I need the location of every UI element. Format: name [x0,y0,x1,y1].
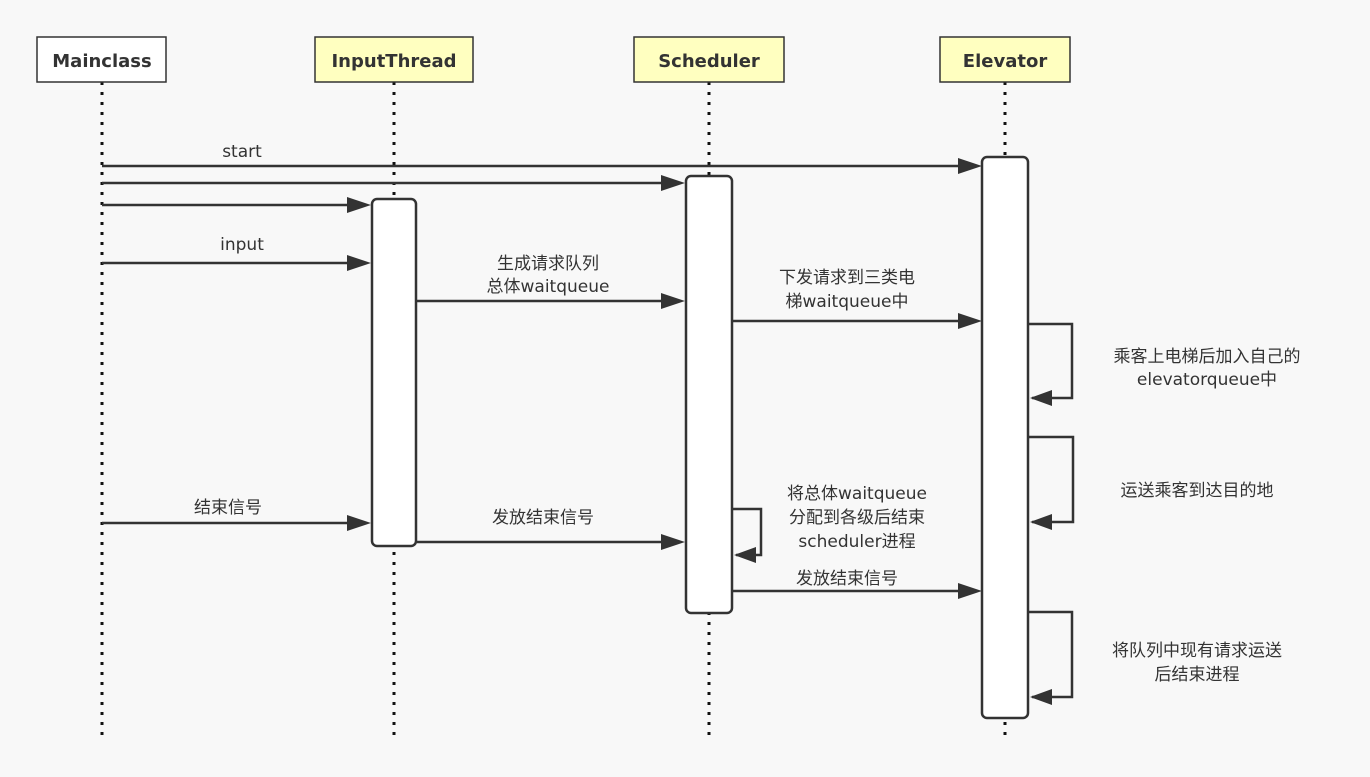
message-label: start [222,142,262,162]
actor-sched[interactable]: Scheduler [633,36,785,83]
arrowhead-icon [958,583,982,599]
actor-box [314,36,474,83]
actor-input[interactable]: InputThread [314,36,474,83]
message-label: 总体waitqueue [487,277,610,297]
message-label: 结束信号 [194,498,262,518]
message-3[interactable]: input [102,235,371,271]
arrowhead-icon [661,293,685,309]
actor-label: Mainclass [52,51,151,72]
self-message-arrow [1028,435,1075,524]
actor-box [939,36,1071,83]
actor-label: Elevator [963,51,1048,72]
message-label: 将队列中现有请求运送 [1112,641,1282,661]
message-11[interactable]: 发放结束信号 [732,569,982,599]
actor-elev[interactable]: Elevator [939,36,1071,83]
actor-box [36,36,167,83]
message-label: 运送乘客到达目的地 [1121,481,1274,501]
arrowhead-icon [958,158,982,174]
self-message-arrow [732,507,763,557]
message-label: 生成请求队列 [497,254,599,274]
message-6[interactable]: 乘客上电梯后加入自己的 elevatorqueue中 [1028,322,1301,406]
message-1[interactable] [102,175,685,191]
message-10[interactable]: 将总体waitqueue 分配到各级后结束 scheduler进程 [732,484,927,563]
actor-label: Scheduler [658,51,760,72]
message-label: 乘客上电梯后加入自己的 [1114,347,1301,367]
activation-elev [980,155,1030,720]
self-message-arrow [1028,610,1074,699]
message-9[interactable]: 发放结束信号 [417,508,685,550]
arrowhead-icon [347,255,371,271]
arrowhead-icon [1030,689,1052,705]
actor-label: InputThread [331,51,456,72]
arrowhead-icon [1030,390,1052,406]
arrowhead-icon [661,534,685,550]
arrowhead-icon [1030,514,1052,530]
message-label: elevatorqueue中 [1137,370,1277,390]
arrowhead-icon [958,313,982,329]
activation-input [370,197,418,548]
message-label: 将总体waitqueue [787,484,927,504]
message-label: 发放结束信号 [492,508,594,528]
message-8[interactable]: 结束信号 [102,498,371,531]
arrowhead-icon [347,197,371,213]
message-label: 后结束进程 [1155,665,1240,685]
actor-main[interactable]: Mainclass [36,36,167,83]
actor-box [633,36,785,83]
message-label: 梯waitqueue中 [786,292,909,312]
activation-sched [684,174,734,615]
arrowhead-icon [734,547,756,563]
message-label: 下发请求到三类电 [779,268,915,288]
self-message-arrow [1028,322,1074,400]
message-7[interactable]: 运送乘客到达目的地 [1028,435,1274,530]
arrowhead-icon [661,175,685,191]
message-0[interactable]: start [102,142,982,174]
message-label: input [220,235,264,255]
message-label: 分配到各级后结束 [789,508,925,528]
message-label: 发放结束信号 [796,569,898,589]
message-label: scheduler进程 [798,532,915,552]
message-2[interactable] [102,197,371,213]
arrowhead-icon [347,515,371,531]
